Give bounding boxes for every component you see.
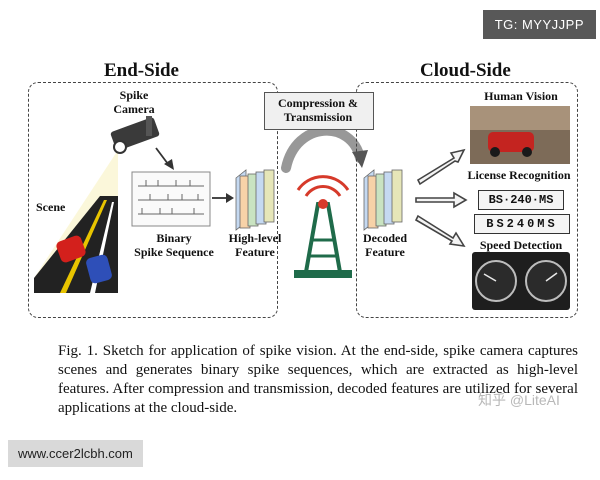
transmission-tower-icon (294, 175, 352, 278)
speed-gauge-photo (472, 252, 570, 310)
spike-camera-label: Spike Camera (113, 88, 155, 116)
compression-transmission-box (264, 92, 374, 130)
high-level-feature-stack (235, 169, 275, 231)
transmission-curve-arrow (281, 125, 365, 173)
license-recognition-label: License Recognition (467, 168, 571, 182)
decoded-feature-label: Decoded Feature (363, 231, 407, 259)
blue-car (86, 254, 112, 284)
watermark: 知乎 @LiteAI (478, 392, 560, 408)
red-car (56, 235, 86, 263)
human-vision-photo (470, 106, 570, 164)
spike-lines (138, 180, 204, 215)
end-side-title: End-Side (104, 60, 179, 81)
figure-caption: Fig. 1. Sketch for application of spike … (58, 343, 578, 416)
bottom-left-badge: www.ccer2lcbh.com (8, 440, 143, 467)
cloud-side-panel (356, 82, 578, 318)
end-side-panel (28, 82, 278, 318)
compression-transmission-label: Compression & Transmission (277, 96, 359, 124)
cloud-side-title: Cloud-Side (420, 60, 511, 81)
road-scene (34, 196, 118, 293)
top-right-badge: TG: MYYJJPP (482, 10, 596, 39)
license-plate-photo: BS·240·MS (478, 190, 564, 210)
scene-label: Scene (36, 200, 66, 214)
human-vision-label: Human Vision (484, 89, 558, 103)
application-arrows (414, 148, 468, 248)
high-level-feature-label: High-level Feature (228, 231, 282, 259)
spike-camera-icon (110, 116, 160, 154)
license-plate-segmented: BS240MS (474, 214, 570, 234)
binary-spike-sequence-label: Binary Spike Sequence (134, 231, 214, 259)
spike-sequence-box (131, 171, 211, 227)
decoded-feature-stack (363, 169, 403, 231)
figure-diagram (34, 106, 570, 310)
speed-detection-label: Speed Detection (479, 238, 563, 252)
